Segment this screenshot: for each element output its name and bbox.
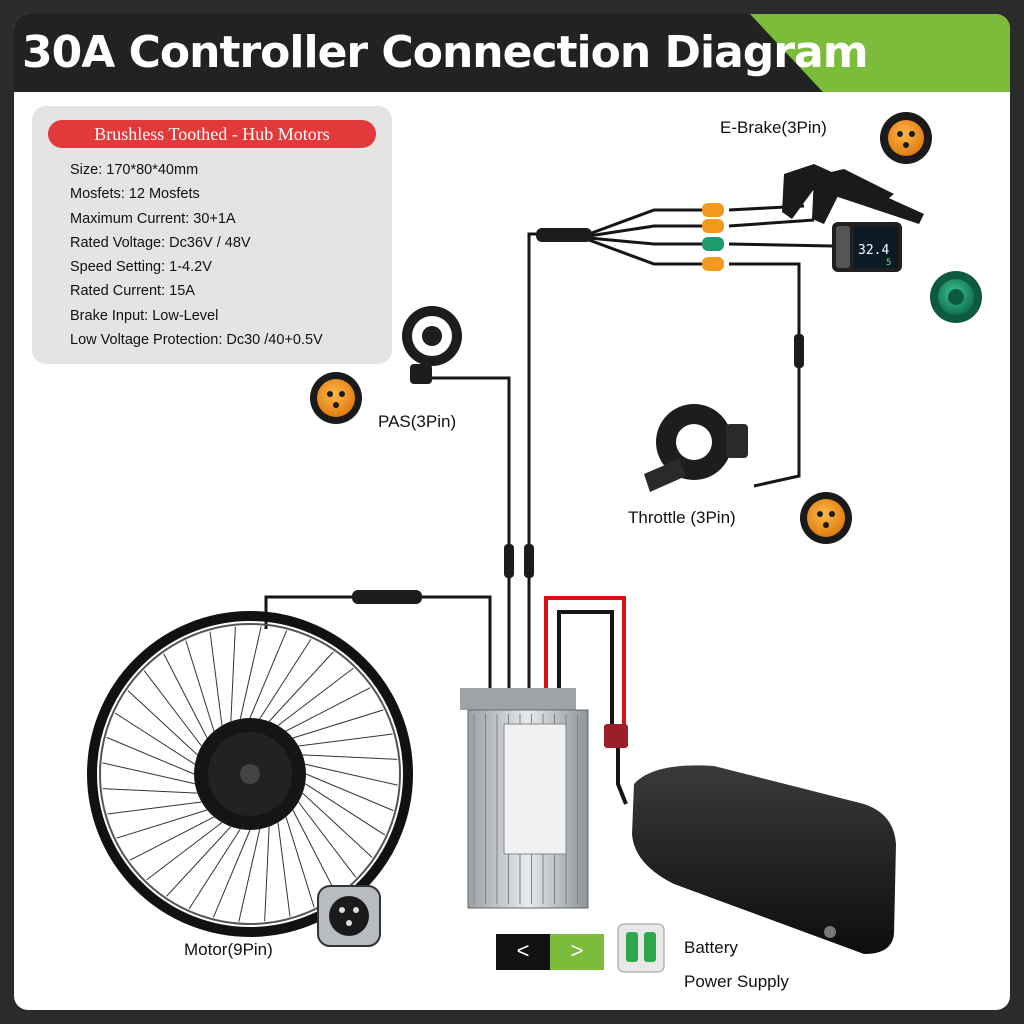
wheel-spoke <box>146 822 223 881</box>
spec-item: Maximum Current: 30+1A <box>70 210 236 227</box>
wheel-spoke <box>277 822 291 917</box>
power-wires <box>544 596 628 805</box>
throttle-label: Throttle (3Pin) <box>628 508 736 527</box>
wheel-spoke <box>304 783 386 836</box>
battery-wire <box>616 744 628 805</box>
wheel-spoke <box>268 651 334 722</box>
page-title: 30A Controller Connection Diagram <box>22 27 869 78</box>
wheel-spoke <box>230 626 236 722</box>
wheel-spoke <box>249 630 288 719</box>
wheel-spoke <box>188 828 241 910</box>
ebrake-levers <box>782 164 924 224</box>
wheel-spoke <box>298 733 393 747</box>
spec-item: Mosfets: 12 Mosfets <box>70 186 200 203</box>
wheel-spoke <box>285 687 371 732</box>
ebrake-label: E-Brake(3Pin) <box>720 118 827 137</box>
wheel-spoke <box>305 763 398 786</box>
motor-connector-icon <box>317 885 381 947</box>
inline-connector <box>504 544 514 578</box>
wheel-spoke <box>116 809 208 839</box>
harness-branch-3 <box>588 236 704 246</box>
wheel-spoke <box>305 773 394 812</box>
wheel-spoke <box>292 709 384 739</box>
display-wire <box>728 242 833 248</box>
wheel-spoke <box>166 826 232 897</box>
pas-label: PAS(3Pin) <box>378 412 457 431</box>
power-plug <box>604 724 628 748</box>
wiring-illustration: 32.4 5 <box>87 112 982 973</box>
inline-connector <box>794 334 804 368</box>
harness-plugs <box>702 203 724 271</box>
display-connector-icon <box>930 271 982 323</box>
spec-list: Size: 170*80*40mm Mosfets: 12 Mosfets Ma… <box>70 158 323 352</box>
wheel-spoke <box>143 670 202 747</box>
wheel-spoke <box>277 667 354 726</box>
battery-connector-icon <box>617 923 665 973</box>
throttle-wire <box>729 262 801 488</box>
wheel-spoke <box>129 816 215 861</box>
pas-sensor <box>402 306 462 384</box>
power-supply-label: Power Supply <box>684 972 789 991</box>
wheel-spoke <box>302 754 398 760</box>
wheel-spoke <box>298 801 357 878</box>
wheel-spoke <box>302 792 373 858</box>
wheel-spoke <box>292 809 337 895</box>
spec-item: Rated Current: 15A <box>70 283 195 300</box>
wheel-spoke <box>163 653 208 739</box>
motor-inline-connector <box>352 590 422 604</box>
wheel-spoke <box>209 631 223 726</box>
next-button[interactable]: > <box>550 934 604 970</box>
harness-connector <box>536 228 592 242</box>
harness-branch-2 <box>588 224 704 238</box>
ebrake-connector-icon <box>880 112 932 164</box>
wheel-spoke <box>238 829 261 922</box>
harness-wire <box>527 232 544 690</box>
wire-connectors <box>352 228 804 748</box>
inline-connector <box>524 544 534 578</box>
wheel-spoke <box>102 762 195 785</box>
wheel-spoke <box>285 816 315 908</box>
lcd-speed: 32.4 <box>858 243 889 258</box>
harness-branch-4 <box>588 238 704 266</box>
spec-item: Low Voltage Protection: Dc30 /40+0.5V <box>70 332 323 349</box>
throttle-connector-icon <box>800 492 852 544</box>
diagram-frame: 30A Controller Connection Diagram Brushl… <box>14 14 1010 1010</box>
wheel-spoke <box>102 788 198 794</box>
pas-wire <box>424 376 511 690</box>
harness-plug-orange <box>702 203 724 217</box>
wheel-spoke <box>259 638 312 720</box>
harness-branch-1 <box>588 208 704 236</box>
lcd-display: 32.4 5 <box>832 222 902 272</box>
wheel-spoke <box>185 640 215 732</box>
spec-item: Brake Input: Low-Level <box>70 307 219 324</box>
wheel-spoke <box>107 801 202 815</box>
battery-label: Battery <box>684 938 738 957</box>
prev-button[interactable]: < <box>496 934 550 970</box>
spec-card: Brushless Toothed - Hub Motors Size: 170… <box>32 106 392 364</box>
throttle-grip <box>644 404 748 492</box>
wheel-spoke <box>239 626 262 719</box>
wheel-spoke <box>212 829 251 918</box>
pas-connector-icon <box>310 372 362 424</box>
power-wire-black <box>557 610 614 726</box>
battery-pack <box>632 765 896 954</box>
spec-item: Size: 170*80*40mm <box>70 162 199 178</box>
wheel-spoke <box>114 712 196 765</box>
harness-plug-orange <box>702 219 724 233</box>
wheel-spoke <box>264 826 270 922</box>
harness-plug-orange <box>702 257 724 271</box>
header-bar: 30A Controller Connection Diagram <box>14 14 1010 92</box>
wheel-spoke <box>106 736 195 775</box>
power-wire-red <box>544 596 626 726</box>
motor-label: Motor(9Pin) <box>184 940 273 959</box>
spec-badge: Brushless Toothed - Hub Motors <box>48 120 376 148</box>
harness-plug-green <box>702 237 724 251</box>
wheel-spoke <box>127 690 198 756</box>
spec-item: Rated Voltage: Dc36V / 48V <box>70 234 251 251</box>
hub-motor-wheel <box>87 611 413 937</box>
brake-wire-2 <box>728 218 815 228</box>
controller-unit <box>460 688 589 909</box>
spec-item: Speed Setting: 1-4.2V <box>70 259 212 276</box>
lcd-gear: 5 <box>886 258 891 268</box>
